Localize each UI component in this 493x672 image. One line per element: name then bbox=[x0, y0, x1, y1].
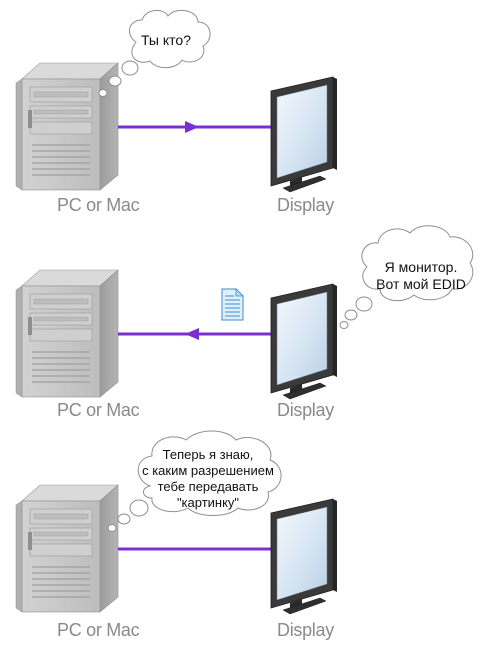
computer-tower-icon bbox=[15, 269, 119, 398]
computer-label: PC or Mac bbox=[57, 620, 140, 640]
monitor-icon bbox=[270, 76, 338, 193]
display-label: Display bbox=[277, 620, 334, 640]
bubble-line: Теперь я знаю, bbox=[162, 447, 254, 462]
scene-1 bbox=[15, 9, 338, 193]
computer-label: PC or Mac bbox=[57, 195, 140, 215]
bubble-text: Ты кто? bbox=[137, 32, 195, 49]
bubble-text: Теперь я знаю, с каким разрешением тебе … bbox=[142, 447, 274, 511]
monitor-icon bbox=[270, 498, 338, 615]
display-label: Display bbox=[277, 195, 334, 215]
bubble-line: с каким разрешением bbox=[142, 463, 274, 478]
bubble-line: Ты кто? bbox=[141, 32, 191, 48]
arrow-head-icon bbox=[185, 121, 199, 133]
thought-bubble-icon bbox=[339, 225, 474, 329]
monitor-icon bbox=[270, 283, 338, 400]
arrow-head-icon bbox=[185, 328, 199, 340]
thought-bubble-icon bbox=[98, 9, 211, 97]
bubble-text: Я монитор. Вот мой EDID bbox=[372, 259, 470, 293]
computer-tower-icon bbox=[15, 62, 119, 191]
computer-tower-icon bbox=[15, 484, 119, 613]
computer-label: PC or Mac bbox=[57, 400, 140, 420]
bubble-line: "картинку" bbox=[176, 495, 240, 510]
bubble-line: Вот мой EDID bbox=[376, 276, 466, 292]
scene-3 bbox=[15, 430, 338, 615]
bubble-line: Я монитор. bbox=[384, 259, 458, 275]
bubble-line: тебе передавать bbox=[157, 479, 259, 494]
scene-2 bbox=[15, 225, 474, 400]
document-icon bbox=[221, 288, 244, 321]
thought-bubble-icon bbox=[107, 430, 282, 532]
display-label: Display bbox=[277, 400, 334, 420]
